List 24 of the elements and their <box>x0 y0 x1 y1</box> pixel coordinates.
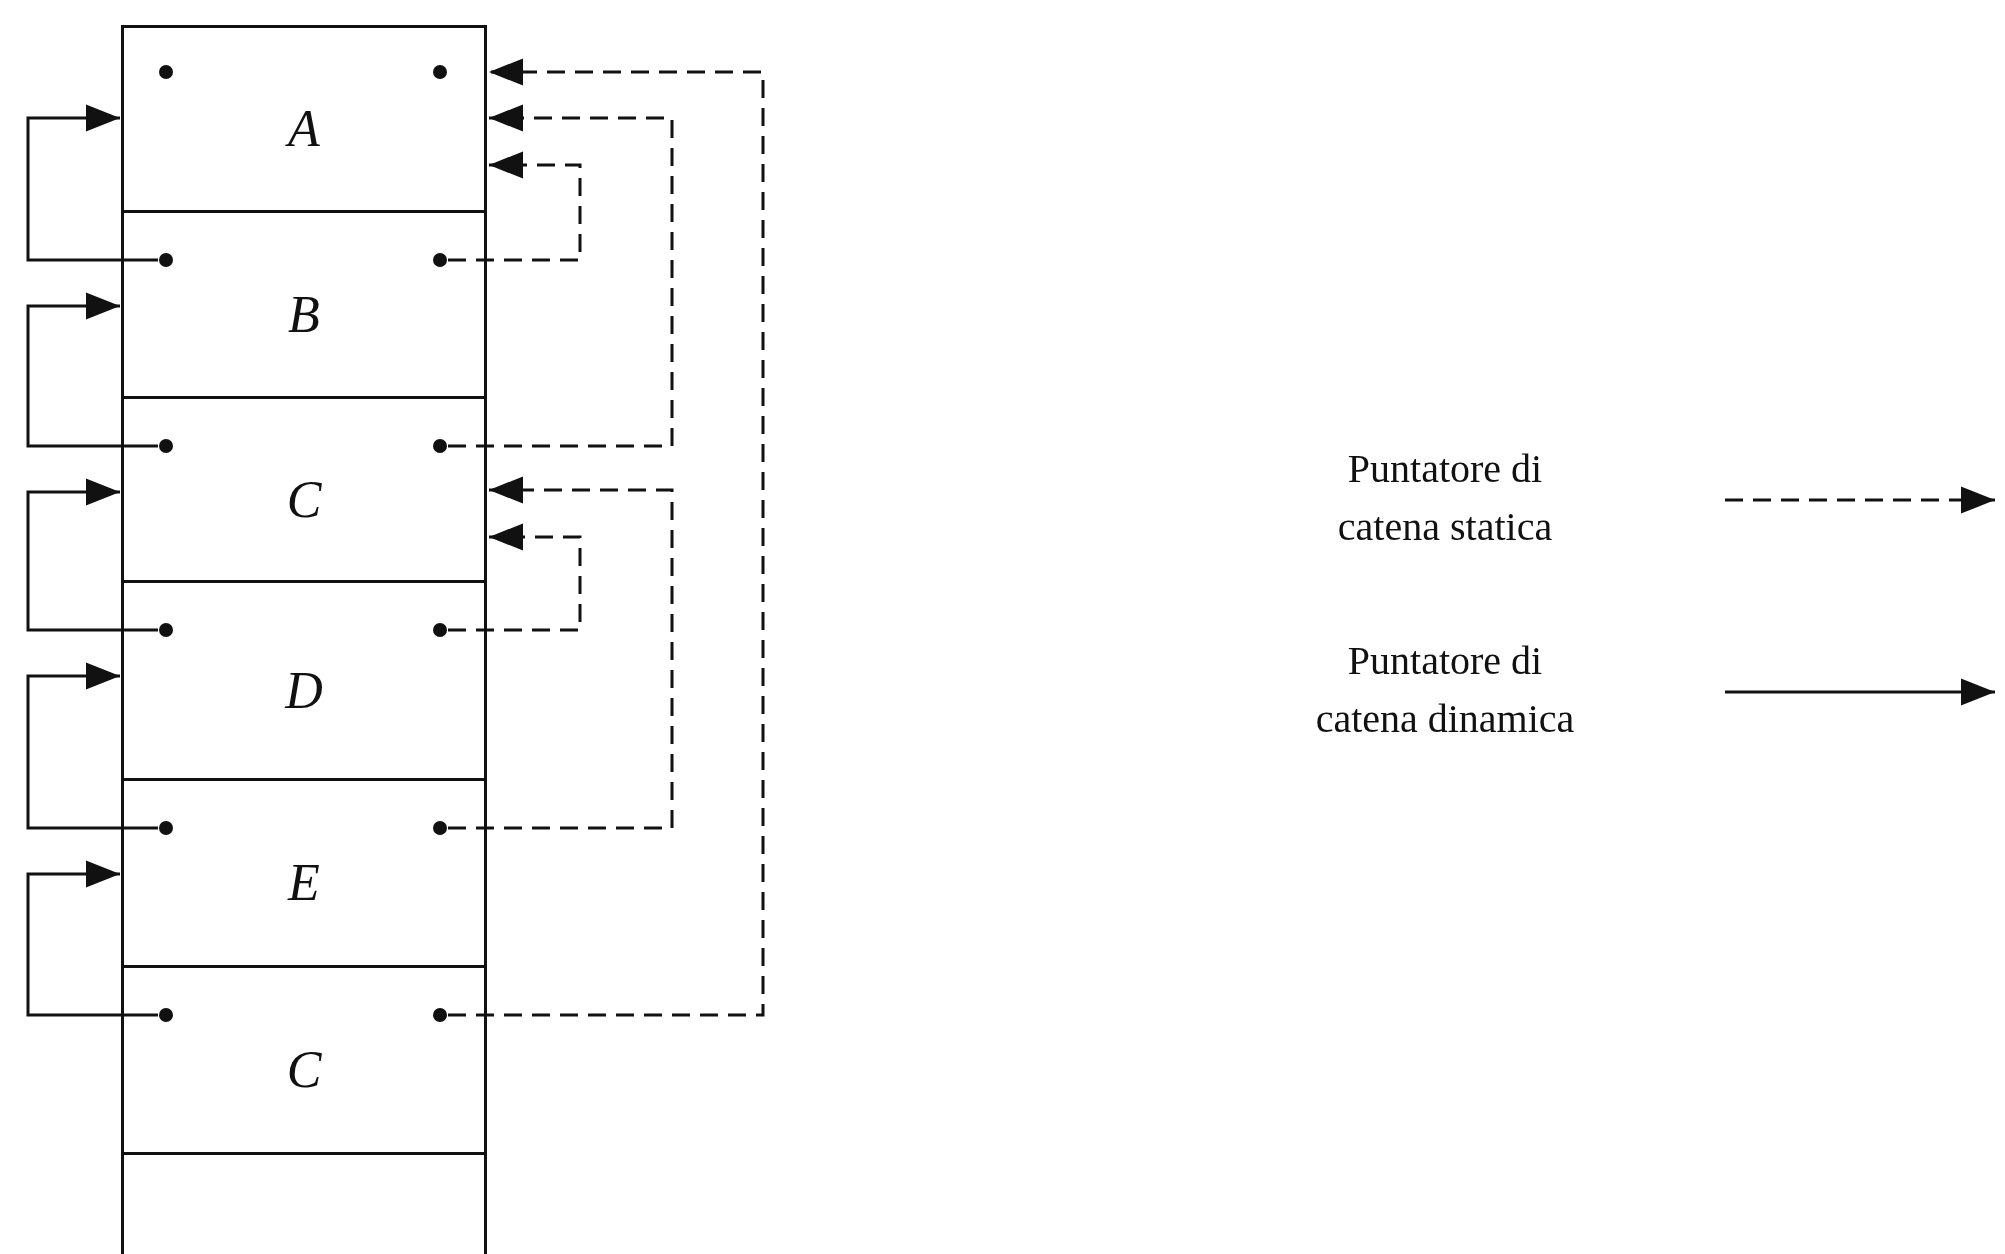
record-label: C <box>286 473 322 526</box>
static-link-arrow <box>448 151 582 262</box>
activation-record <box>121 25 487 213</box>
activation-record <box>121 778 487 968</box>
legend-text: Puntatore di catena statica <box>1336 445 1554 551</box>
static-link-arrow <box>448 58 765 1017</box>
empty-record <box>121 1152 487 1254</box>
dynamic-link-arrow <box>26 104 158 262</box>
legend-text: Puntatore di catena dinamica <box>1314 637 1576 743</box>
record-label: E <box>288 857 320 910</box>
static-link-arrow <box>448 523 582 632</box>
record-label: D <box>285 664 323 717</box>
static-link-arrow <box>448 104 674 448</box>
activation-record <box>121 580 487 781</box>
dynamic-link-arrow <box>26 292 158 448</box>
dynamic-link-arrow <box>26 860 158 1017</box>
activation-record <box>121 396 487 583</box>
activation-record <box>121 210 487 399</box>
record-label: B <box>288 288 320 341</box>
dynamic-link-arrow <box>26 478 158 632</box>
activation-record <box>121 965 487 1155</box>
dynamic-link-arrow <box>26 662 158 830</box>
static-link-arrow <box>448 476 674 830</box>
record-label: C <box>286 1044 322 1097</box>
